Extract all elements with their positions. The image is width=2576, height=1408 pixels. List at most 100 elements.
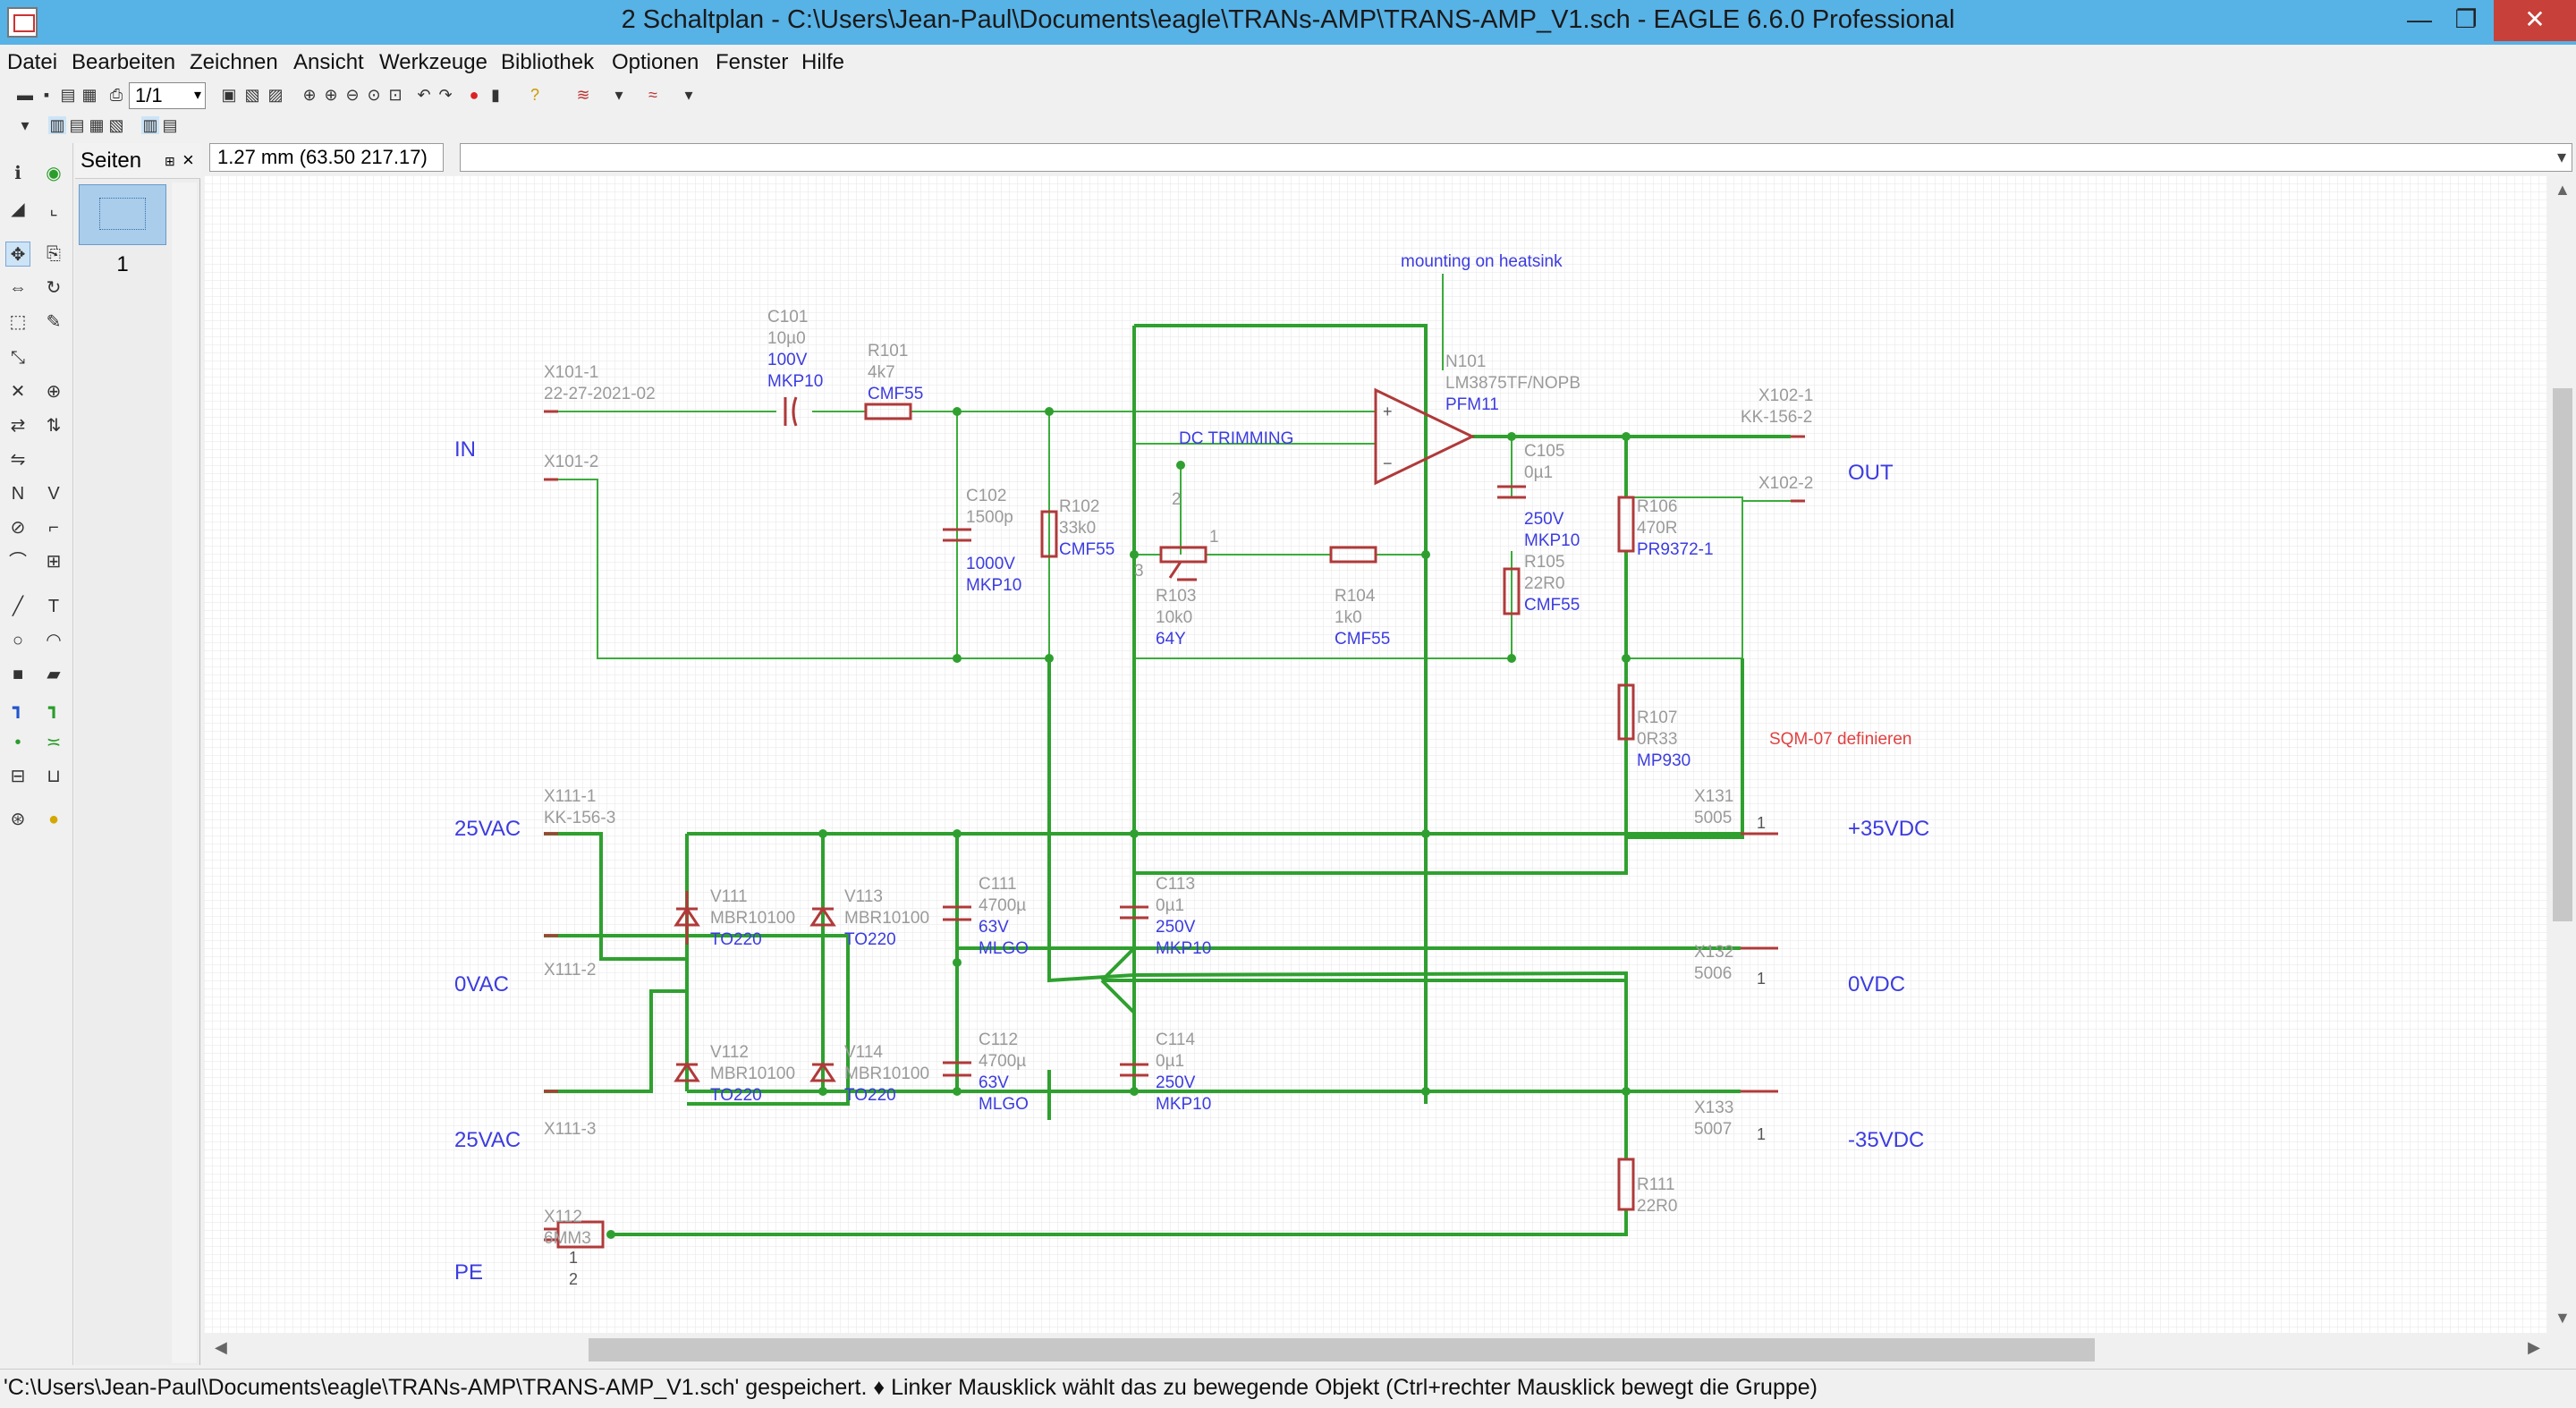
view-mode-icon[interactable]: ▧ (108, 116, 124, 134)
part-r104-name: R104 (1335, 587, 1376, 606)
view-mode-icon[interactable]: ▥ (48, 116, 66, 134)
sheet-select[interactable]: 1/1 (129, 82, 206, 109)
close-button[interactable]: ✕ (2494, 0, 2576, 41)
filter-icon[interactable]: ▾ (21, 116, 30, 134)
command-line-input[interactable] (460, 143, 2572, 172)
undo-icon[interactable]: ↶ (417, 86, 431, 104)
minimize-button[interactable]: — (2407, 5, 2432, 33)
sheet-thumbnail[interactable] (79, 184, 166, 245)
dimension-icon[interactable]: ⊔ (47, 767, 61, 786)
arc-icon[interactable]: ◠ (46, 631, 62, 650)
vertical-scroll-thumb[interactable] (2553, 388, 2572, 921)
junction-icon[interactable]: • (14, 733, 21, 752)
paste-icon[interactable]: ⤡ (11, 348, 25, 368)
label-icon[interactable]: ≍ (46, 733, 62, 752)
design-link-icon[interactable]: ≋ (576, 86, 590, 104)
layout-icon[interactable]: ▤ (162, 116, 178, 134)
scroll-right-icon[interactable]: ▶ (2528, 1338, 2540, 1356)
layout-icon[interactable]: ▥ (141, 116, 159, 134)
split-icon[interactable]: ⌒ (9, 552, 27, 572)
mark-icon[interactable]: ⌞ (49, 199, 58, 219)
eagle-app-icon[interactable] (7, 7, 38, 38)
smash-icon[interactable]: ⊘ (10, 518, 26, 538)
delete-icon[interactable]: ✕ (10, 382, 26, 402)
net-label-25vac-top: 25VAC (454, 817, 521, 841)
rectangle-icon[interactable]: ■ (12, 665, 24, 684)
cam-icon[interactable]: ▦ (81, 86, 97, 104)
menu-werkzeuge[interactable]: Werkzeuge (379, 50, 487, 74)
menu-bibliothek[interactable]: Bibliothek (501, 50, 595, 74)
close-icon[interactable]: × (182, 148, 194, 171)
pages-scrollbar[interactable] (172, 182, 197, 1363)
erc-icon[interactable]: ⊛ (10, 810, 26, 829)
stop-icon[interactable]: ● (469, 86, 479, 104)
part-r107-name: R107 (1637, 708, 1677, 727)
polygon-icon[interactable]: ▰ (47, 665, 61, 684)
zoom-fit-icon[interactable]: ⊕ (302, 86, 317, 104)
menu-hilfe[interactable]: Hilfe (801, 50, 845, 74)
board-icon[interactable]: ▣ (221, 86, 237, 104)
group-icon[interactable]: ⬚ (9, 312, 27, 332)
value-icon[interactable]: V (47, 484, 60, 504)
redo-icon[interactable]: ↷ (438, 86, 453, 104)
component-symbols[interactable] (544, 387, 1805, 1249)
show-icon[interactable]: ◉ (46, 164, 62, 183)
ulp-icon[interactable]: ▨ (267, 86, 284, 104)
scroll-down-icon[interactable]: ▼ (2555, 1309, 2571, 1327)
zoom-out-icon[interactable]: ⊖ (345, 86, 360, 104)
net-icon[interactable]: ┓ (47, 699, 60, 718)
bus-icon[interactable]: ┓ (12, 699, 24, 718)
display-icon[interactable]: ◢ (11, 199, 25, 219)
chevron-down-icon[interactable]: ▾ (684, 86, 693, 104)
zoom-redraw-icon[interactable]: ⊙ (367, 86, 381, 104)
replace-icon[interactable]: ⇅ (46, 416, 62, 436)
ltspice-icon[interactable]: ≈ (648, 86, 657, 104)
copy-icon[interactable]: ⎘ (47, 244, 61, 264)
print-icon[interactable]: ▤ (60, 86, 76, 104)
miter-icon[interactable]: ⌐ (48, 518, 59, 538)
go-icon[interactable]: ▮ (491, 86, 500, 104)
chevron-down-icon[interactable]: ▾ (614, 86, 623, 104)
open-icon[interactable]: ▬ (17, 86, 33, 104)
invoke-icon[interactable]: ⊞ (46, 552, 62, 572)
help-icon[interactable]: ? (530, 86, 539, 104)
pin-icon[interactable]: ⊞ (165, 154, 175, 168)
zoom-select-icon[interactable]: ⊡ (388, 86, 402, 104)
horizontal-scroll-thumb[interactable] (589, 1338, 2095, 1361)
part-c113-name: C113 (1156, 875, 1195, 894)
use-library-icon[interactable]: ⎙ (109, 86, 123, 104)
vertical-scrollbar[interactable]: ▲ ▼ (2547, 175, 2576, 1333)
rotate-icon[interactable]: ↻ (46, 278, 62, 298)
menu-optionen[interactable]: Optionen (612, 50, 699, 74)
mirror-icon[interactable]: ⇔ (9, 278, 27, 298)
gateswap-icon[interactable]: ⇋ (10, 450, 26, 470)
part-x131-pin: 1 (1757, 814, 1766, 832)
scroll-left-icon[interactable]: ◀ (215, 1338, 227, 1356)
menu-fenster[interactable]: Fenster (716, 50, 789, 74)
menu-zeichnen[interactable]: Zeichnen (190, 50, 278, 74)
zoom-in-icon[interactable]: ⊕ (324, 86, 338, 104)
wire-icon[interactable]: ╱ (12, 597, 24, 616)
circle-icon[interactable]: ○ (12, 631, 24, 650)
menu-bearbeiten[interactable]: Bearbeiten (72, 50, 176, 74)
horizontal-scrollbar[interactable]: ◀ ▶ (204, 1333, 2576, 1365)
part-r104-package: CMF55 (1335, 630, 1390, 649)
change-icon[interactable]: ✎ (46, 312, 62, 332)
menu-datei[interactable]: Datei (7, 50, 58, 74)
info-icon[interactable]: ℹ (14, 164, 21, 183)
pinswap-icon[interactable]: ⇄ (10, 416, 26, 436)
schematic-canvas[interactable]: IN OUT 25VAC 0VAC 25VAC PE +35VDC 0VDC -… (204, 175, 2547, 1333)
view-mode-icon[interactable]: ▦ (89, 116, 105, 134)
errors-icon[interactable]: ● (47, 810, 60, 829)
add-icon[interactable]: ⊕ (46, 382, 62, 402)
script-icon[interactable]: ▧ (244, 86, 260, 104)
view-mode-icon[interactable]: ▤ (69, 116, 85, 134)
name-icon[interactable]: N (11, 484, 25, 504)
move-icon[interactable]: ✥ (5, 242, 30, 267)
save-icon[interactable]: ▪ (43, 86, 50, 104)
scroll-up-icon[interactable]: ▲ (2555, 181, 2571, 199)
attribute-icon[interactable]: ⊟ (10, 767, 26, 786)
maximize-button[interactable]: ❐ (2454, 5, 2478, 33)
text-icon[interactable]: T (47, 597, 60, 616)
menu-ansicht[interactable]: Ansicht (293, 50, 364, 74)
